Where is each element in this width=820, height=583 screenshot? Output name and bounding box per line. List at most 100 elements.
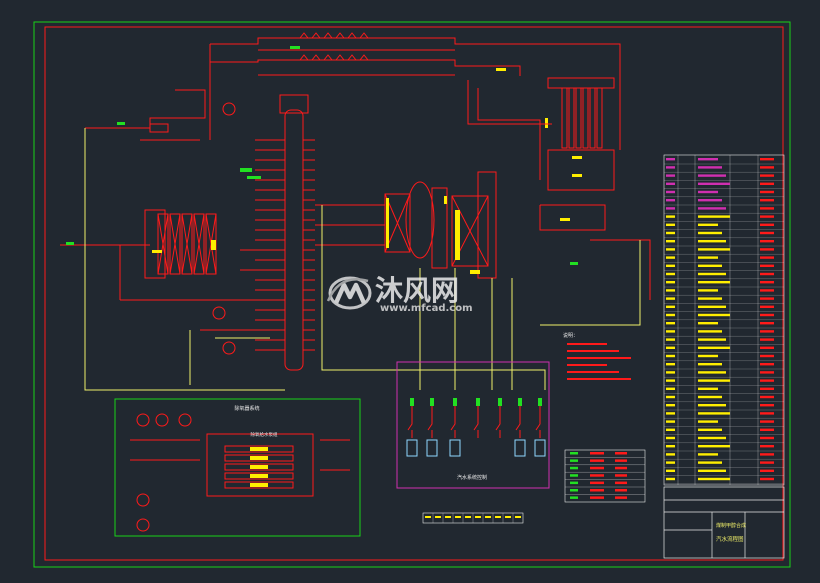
pump-tag: [250, 483, 268, 487]
legend-text: [615, 474, 627, 477]
eq-cell: [698, 469, 726, 472]
eq-cell: [698, 256, 718, 259]
reactor-feed: [477, 88, 541, 180]
note-line: [567, 378, 631, 380]
strip-text: [455, 516, 461, 518]
tag-green: [570, 262, 578, 265]
eq-cell: [760, 322, 774, 325]
legend-text: [590, 452, 604, 455]
title-block-drawing-title: 汽水流程图: [716, 535, 744, 543]
eq-cell: [760, 248, 774, 251]
steam-header-2: [210, 59, 521, 76]
pump-circle: [222, 341, 236, 355]
indicator-lamp: [430, 398, 434, 406]
eq-cell: [760, 477, 774, 481]
exchanger-cross: [384, 193, 411, 253]
breaker-symbol: [473, 406, 479, 438]
left-upper-line: [85, 89, 206, 129]
breaker-symbol: [535, 406, 541, 438]
pump-tag: [250, 456, 268, 460]
reactor-tube: [568, 87, 575, 149]
pump-circle: [155, 413, 169, 427]
strip-text: [485, 516, 491, 518]
tag-yellow: [386, 198, 389, 248]
pipe-yellow: [540, 240, 641, 326]
eq-cell: [698, 404, 726, 407]
eq-cell: [760, 264, 774, 267]
deaerator-panel-box: [114, 398, 361, 537]
eq-cell: [760, 231, 774, 235]
pump-row: [224, 472, 294, 480]
legend-swatch: [570, 466, 578, 470]
control-panel-label: 汽水系统控制: [457, 474, 487, 481]
tag-yellow: [496, 68, 506, 71]
eq-cell: [760, 371, 774, 374]
tag-green: [240, 168, 252, 172]
eq-cell: [760, 379, 774, 382]
deaerator-panel-contents: [130, 413, 350, 532]
eq-cell: [666, 453, 675, 456]
eq-cell: [666, 395, 675, 399]
eq-cell: [698, 387, 718, 390]
eq-cell: [666, 166, 675, 169]
eq-cell: [760, 387, 774, 390]
exchanger-plate: [169, 213, 181, 275]
eq-cell: [760, 461, 774, 464]
eq-cell: [760, 354, 774, 358]
eq-cell: [666, 313, 675, 317]
eq-cell: [698, 231, 722, 235]
eq-cell: [760, 436, 774, 440]
vessel-tall: [477, 171, 497, 279]
eq-cell: [666, 190, 675, 194]
process-diagram: [60, 32, 651, 371]
drum-outlet: [590, 239, 651, 300]
strip-text: [515, 516, 521, 518]
eq-cell: [698, 199, 722, 202]
exchanger-cross: [157, 213, 169, 275]
eq-cell: [666, 412, 675, 415]
eq-frame: [663, 154, 785, 486]
eq-cell: [666, 297, 675, 300]
valve-symbol: [347, 32, 357, 61]
eq-cell: [698, 395, 722, 399]
eq-cell: [666, 182, 675, 185]
eq-cell: [666, 428, 675, 431]
eq-cell: [666, 346, 675, 349]
title-block-project: 煤制甲醇合成: [716, 522, 746, 529]
pump-circle: [136, 413, 150, 427]
note-line: [567, 350, 619, 352]
tag-green: [117, 122, 125, 125]
watermark: 沐风网 www.mfcad.com: [326, 274, 473, 314]
exchanger-cross: [181, 213, 193, 275]
eq-cell: [698, 420, 718, 423]
pump-row: [224, 463, 294, 471]
eq-cell: [666, 289, 675, 292]
eq-cell: [666, 363, 675, 366]
pump-circle: [136, 493, 150, 507]
eq-cell: [666, 215, 675, 218]
exchanger-plate: [193, 213, 205, 275]
eq-cell: [666, 272, 675, 276]
eq-cell: [698, 354, 718, 358]
eq-cell: [698, 272, 726, 276]
eq-cell: [666, 174, 675, 177]
pump-circle: [212, 306, 226, 320]
tag-yellow: [572, 174, 582, 177]
pump-row: [224, 445, 294, 453]
eq-cell: [760, 207, 774, 210]
tag-yellow: [560, 218, 570, 221]
eq-cell: [698, 223, 718, 226]
pump-circle: [136, 518, 150, 532]
motor-box: [449, 439, 461, 457]
reactor-tube: [596, 87, 603, 149]
breaker-symbol: [515, 406, 521, 438]
eq-cell: [666, 223, 675, 226]
notes-lines: [567, 343, 631, 380]
equipment-list-table: [663, 154, 785, 486]
eq-cell: [760, 215, 774, 218]
eq-cell: [666, 436, 675, 440]
eq-cell: [698, 379, 730, 382]
legend-text: [590, 481, 604, 485]
motor-box: [406, 439, 418, 457]
